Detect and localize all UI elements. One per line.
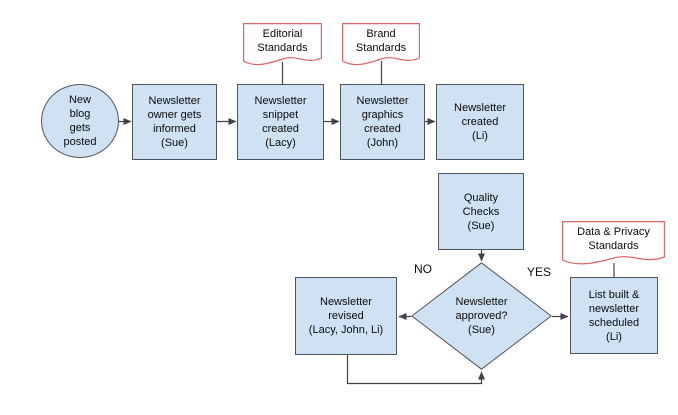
node-label: New blog gets posted bbox=[63, 94, 97, 148]
node-label: Quality Checks (Sue) bbox=[462, 191, 500, 232]
document-shape bbox=[243, 23, 322, 66]
document-label: Data & Privacy Standards bbox=[577, 226, 650, 252]
node-newsletter-graphics-created: Newsletter graphics created (John) bbox=[340, 84, 425, 160]
node-label: Newsletter owner gets informed (Sue) bbox=[147, 95, 202, 149]
node-newsletter-snippet-created: Newsletter snippet created (Lacy) bbox=[237, 84, 324, 160]
decision-diamond-shape bbox=[411, 262, 552, 370]
node-decision-newsletter-approved: Newsletter approved? (Sue) bbox=[411, 262, 552, 370]
node-list-built-newsletter-scheduled: List built & newsletter scheduled (Li) bbox=[570, 277, 658, 354]
node-quality-checks: Quality Checks (Sue) bbox=[438, 173, 524, 250]
document-brand-standards: Brand Standards bbox=[342, 23, 420, 69]
node-label: Newsletter created (Li) bbox=[454, 102, 506, 142]
branch-label-yes: YES bbox=[527, 265, 552, 279]
branch-label-no: NO bbox=[414, 262, 432, 276]
node-label: Newsletter approved? (Sue) bbox=[455, 296, 508, 336]
node-newsletter-revised: Newsletter revised (Lacy, John, Li) bbox=[295, 277, 397, 355]
node-start-new-blog-posted: New blog gets posted bbox=[41, 84, 119, 158]
document-label: Brand Standards bbox=[355, 28, 407, 54]
document-data-privacy-standards: Data & Privacy Standards bbox=[562, 221, 665, 268]
document-shape bbox=[562, 221, 665, 265]
node-label: List built & newsletter scheduled (Li) bbox=[588, 288, 640, 343]
document-label: Editorial Standards bbox=[257, 28, 308, 54]
document-shape bbox=[342, 23, 420, 66]
document-editorial-standards: Editorial Standards bbox=[243, 23, 322, 69]
node-label: Newsletter snippet created (Lacy) bbox=[254, 95, 307, 149]
connector-revised-loop-to-decision bbox=[346, 355, 485, 385]
node-newsletter-created: Newsletter created (Li) bbox=[436, 84, 524, 160]
node-label: Newsletter graphics created (John) bbox=[356, 95, 409, 149]
node-newsletter-owner-informed: Newsletter owner gets informed (Sue) bbox=[132, 84, 217, 160]
node-label: Newsletter revised (Lacy, John, Li) bbox=[308, 296, 384, 336]
